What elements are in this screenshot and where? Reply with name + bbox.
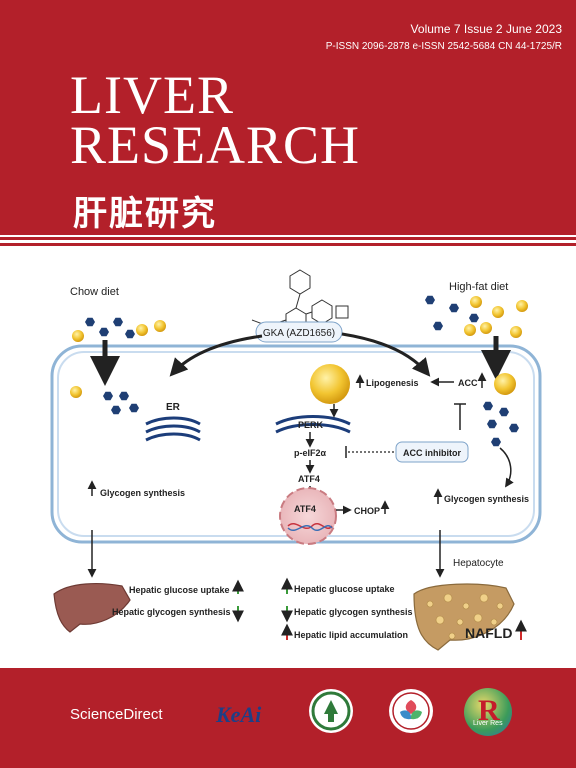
chow-diet-nutrients xyxy=(72,317,166,342)
lipogenesis-label: Lipogenesis xyxy=(366,378,419,388)
glycogen-label-right: Glycogen synthesis xyxy=(444,494,529,504)
keai-logo[interactable]: KeAi xyxy=(216,702,262,727)
mechanism-diagram: GKA (AZD1656) Chow diet High-fat diet xyxy=(50,269,542,651)
drug-arrow-right xyxy=(341,332,431,377)
journal-title-chinese: 肝脏研究 xyxy=(73,194,217,234)
journal-title-line2: RESEARCH xyxy=(70,115,361,175)
atf4-nucleus-label: ATF4 xyxy=(294,504,316,514)
glycogen-label-left: Glycogen synthesis xyxy=(100,488,185,498)
acc-label: ACC xyxy=(458,378,478,388)
left-effect-2: Hepatic glycogen synthesis xyxy=(112,607,231,617)
dna-icon xyxy=(287,523,333,529)
atf4-label: ATF4 xyxy=(298,474,320,484)
high-fat-diet-label: High-fat diet xyxy=(449,281,508,293)
hepatocyte-label: Hepatocyte xyxy=(453,558,504,569)
header-divider xyxy=(0,237,576,240)
fatty-liver-icon xyxy=(413,583,515,651)
acc-inhibitor-box: ACC inhibitor xyxy=(395,441,469,463)
perk-label: PERK xyxy=(298,420,324,430)
intracellular-glucose-right xyxy=(483,401,519,447)
cover-header: Volume 7 Issue 2 June 2023 P-ISSN 2096-2… xyxy=(0,0,576,235)
left-effect-1: Hepatic glucose uptake xyxy=(129,585,230,595)
issue-info: Volume 7 Issue 2 June 2023 xyxy=(410,22,562,36)
nafld-label: NAFLD xyxy=(465,625,512,641)
er-structure-left xyxy=(145,416,201,442)
lipid-droplet-right xyxy=(494,373,516,395)
cover-footer: ScienceDirect KeAi R Liver Res xyxy=(0,668,576,768)
center-effect-3: Hepatic lipid accumulation xyxy=(294,630,408,640)
hospital-logo-icon xyxy=(389,689,433,733)
sciencedirect-logo[interactable]: ScienceDirect xyxy=(70,706,163,723)
cell-membrane xyxy=(50,344,542,544)
chop-label: CHOP xyxy=(354,506,380,516)
nucleus xyxy=(279,487,337,545)
drug-label-box: GKA (AZD1656) xyxy=(255,321,343,343)
center-effect-2: Hepatic glycogen synthesis xyxy=(294,607,413,617)
drug-label: GKA (AZD1656) xyxy=(263,328,335,339)
cover-figure: GKA (AZD1656) Chow diet High-fat diet xyxy=(0,248,576,666)
intracellular-glucose-left xyxy=(70,386,139,415)
issn-info: P-ISSN 2096-2878 e-ISSN 2542-5684 CN 44-… xyxy=(325,41,562,52)
journal-title-line1: LIVER xyxy=(70,65,234,125)
glucose-to-glycogen-arrow xyxy=(499,447,514,488)
lipid-droplet-center xyxy=(310,364,350,404)
university-seal-icon xyxy=(309,689,353,733)
center-effect-1: Hepatic glucose uptake xyxy=(294,584,395,594)
dna-icon xyxy=(287,525,333,531)
fatty-liver-droplets xyxy=(426,593,504,640)
peif2a-label: p-eIF2α xyxy=(294,448,327,458)
er-label: ER xyxy=(166,402,181,413)
er-structure-center xyxy=(275,415,351,434)
liver-research-logo[interactable]: R Liver Res xyxy=(464,688,512,736)
header-divider xyxy=(0,243,576,246)
chow-diet-label: Chow diet xyxy=(70,286,119,298)
acc-inhibitor-label: ACC inhibitor xyxy=(403,448,461,458)
logo-letter: R xyxy=(478,694,500,727)
healthy-liver-icon xyxy=(53,583,131,633)
high-fat-nutrients xyxy=(425,295,528,338)
drug-arrow-left xyxy=(169,334,263,377)
liver-res-logo-text: Liver Res xyxy=(473,720,503,727)
